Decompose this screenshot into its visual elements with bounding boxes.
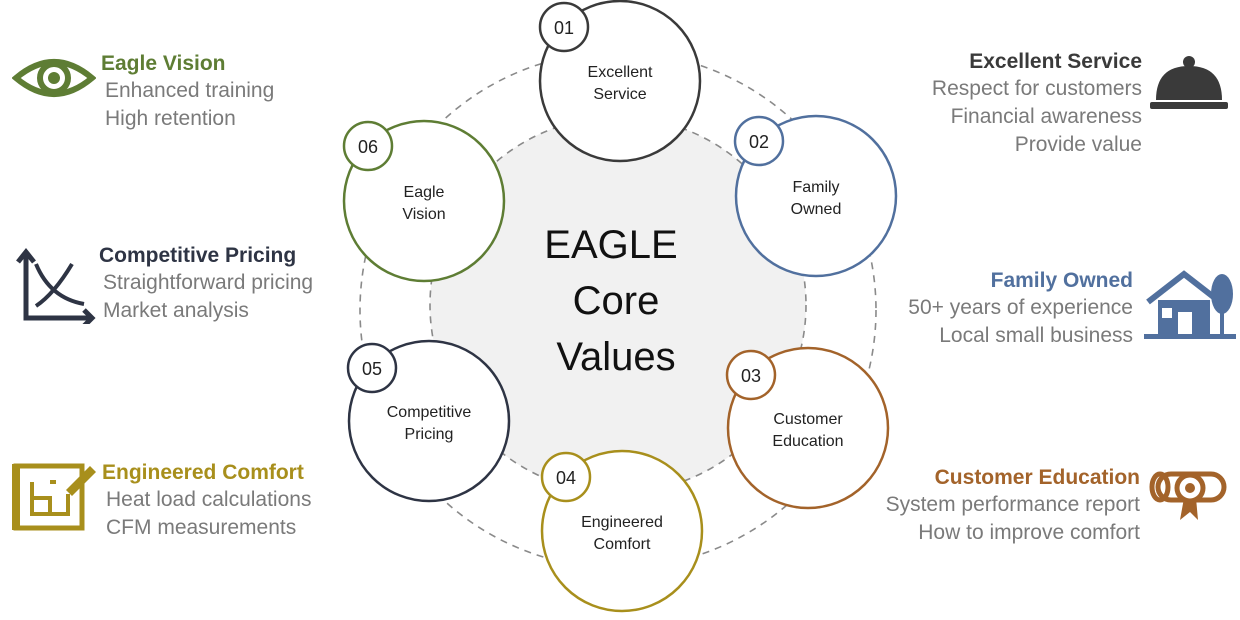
block-line: Respect for customers bbox=[931, 77, 1142, 100]
circle-label-line-1: Competitive bbox=[387, 404, 472, 421]
center-line-3: Values bbox=[556, 335, 675, 379]
circle-number: 02 bbox=[749, 132, 769, 152]
block-line: High retention bbox=[105, 107, 236, 130]
value-circle-05: 05 Competitive Pricing bbox=[346, 339, 511, 503]
block-line: Market analysis bbox=[103, 299, 249, 322]
number-badge bbox=[733, 115, 785, 167]
excellent-service-block: Excellent Service Respect for customers … bbox=[932, 49, 1142, 159]
circle-label-line-1: Excellent bbox=[588, 64, 653, 81]
eye-icon bbox=[12, 59, 96, 97]
family-owned-block: Family Owned 50+ years of experience Loc… bbox=[908, 268, 1133, 350]
number-badge bbox=[538, 1, 590, 53]
price-chart-icon bbox=[16, 248, 96, 324]
circle-label-line-1: Family bbox=[792, 179, 839, 196]
number-badge bbox=[342, 120, 394, 172]
diploma-icon bbox=[1149, 471, 1227, 520]
block-line: Financial awareness bbox=[950, 105, 1142, 128]
circle-number: 01 bbox=[554, 18, 574, 38]
eagle-vision-block: Eagle Vision Enhanced training High rete… bbox=[101, 51, 274, 133]
circle-label-line-2: Service bbox=[593, 86, 646, 103]
house-icon bbox=[1144, 270, 1236, 339]
block-title: Eagle Vision bbox=[101, 52, 226, 75]
block-line: Local small business bbox=[939, 324, 1133, 347]
engineered-comfort-block: Engineered Comfort Heat load calculation… bbox=[102, 460, 311, 542]
block-title: Excellent Service bbox=[969, 50, 1142, 73]
circle-label-line-2: Vision bbox=[402, 206, 445, 223]
center-title: EAGLE Core Values bbox=[544, 223, 677, 379]
circle-number: 06 bbox=[358, 137, 378, 157]
block-line: Heat load calculations bbox=[106, 488, 312, 511]
block-line: System performance report bbox=[885, 493, 1140, 516]
block-line: Straightforward pricing bbox=[103, 271, 314, 294]
circle-label-line-1: Engineered bbox=[581, 514, 663, 531]
value-circle-01: 01 Excellent Service bbox=[538, 0, 702, 163]
center-line-1: EAGLE bbox=[544, 223, 677, 267]
number-badge bbox=[725, 349, 777, 401]
service-bell-icon bbox=[1150, 56, 1228, 109]
circle-number: 04 bbox=[556, 468, 576, 488]
block-title: Competitive Pricing bbox=[99, 244, 297, 267]
block-line: CFM measurements bbox=[106, 516, 297, 539]
circle-number: 05 bbox=[362, 359, 382, 379]
number-badge bbox=[346, 342, 398, 394]
blueprint-icon bbox=[12, 463, 96, 531]
circle-label-line-1: Eagle bbox=[404, 184, 445, 201]
block-title: Family Owned bbox=[990, 269, 1133, 292]
customer-education-block: Customer Education System performance re… bbox=[886, 465, 1140, 547]
block-line: How to improve comfort bbox=[918, 521, 1140, 544]
block-line: 50+ years of experience bbox=[908, 296, 1133, 319]
circle-label-line-1: Customer bbox=[773, 411, 843, 428]
block-line: Enhanced training bbox=[105, 79, 275, 102]
value-circle-04: 04 Engineered Comfort bbox=[540, 449, 704, 613]
circle-label-line-2: Comfort bbox=[594, 536, 651, 553]
block-title: Customer Education bbox=[934, 466, 1140, 489]
circle-label-line-2: Owned bbox=[791, 201, 842, 218]
circle-label-line-2: Education bbox=[772, 433, 843, 450]
value-circle-06: 06 Eagle Vision bbox=[342, 119, 506, 283]
competitive-pricing-block: Competitive Pricing Straightforward pric… bbox=[99, 243, 313, 325]
number-badge bbox=[540, 451, 592, 503]
value-circle-02: 02 Family Owned bbox=[733, 114, 898, 278]
circle-label-line-2: Pricing bbox=[405, 426, 454, 443]
circle-number: 03 bbox=[741, 366, 761, 386]
center-line-2: Core bbox=[573, 279, 660, 323]
block-title: Engineered Comfort bbox=[102, 461, 304, 484]
block-line: Provide value bbox=[1014, 133, 1142, 156]
value-circle-03: 03 Customer Education bbox=[725, 346, 890, 510]
